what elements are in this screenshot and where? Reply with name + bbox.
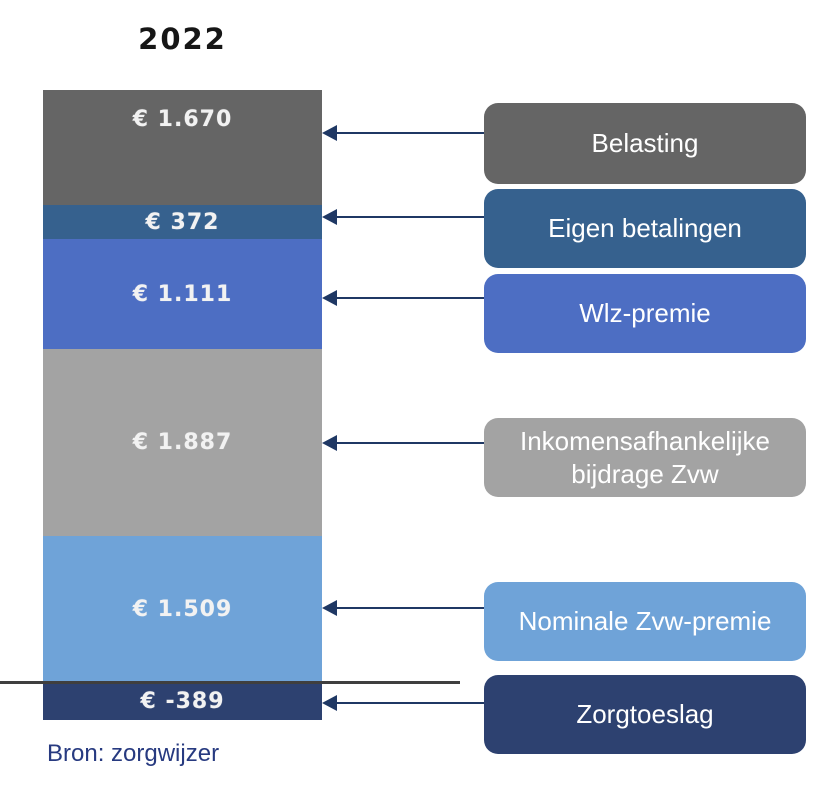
segment-value-label: € -389: [140, 689, 225, 714]
bar-segment-eigen-betalingen: € 372: [43, 205, 322, 239]
legend-box-belasting: Belasting: [484, 103, 806, 184]
connector-arrow-zorgtoeslag: [322, 695, 484, 711]
legend-label: Inkomensafhankelijke bijdrage Zvw: [519, 426, 771, 489]
zero-baseline: [0, 681, 460, 684]
arrowhead-left-icon: [322, 290, 337, 306]
connector-arrow-nominale-zvw-premie: [322, 600, 484, 616]
segment-value-label: € 1.887: [132, 430, 233, 455]
bar-segment-belasting: € 1.670: [43, 90, 322, 205]
segment-value-label: € 1.509: [132, 597, 233, 622]
connector-arrow-eigen-betalingen: [322, 209, 484, 225]
legend-box-nominale-zvw-premie: Nominale Zvw-premie: [484, 582, 806, 661]
segment-value-label: € 1.111: [132, 281, 233, 307]
chart-title: 2022: [138, 22, 227, 56]
legend-label: Zorgtoeslag: [576, 699, 714, 730]
legend-box-wlz-premie: Wlz-premie: [484, 274, 806, 353]
legend-label: Eigen betalingen: [548, 213, 742, 244]
arrowhead-left-icon: [322, 600, 337, 616]
segment-value-label: € 372: [145, 209, 220, 235]
arrow-shaft: [335, 216, 484, 218]
arrowhead-left-icon: [322, 125, 337, 141]
legend-box-inkomensafhankelijke-bijdrage: Inkomensafhankelijke bijdrage Zvw: [484, 418, 806, 497]
bar-segment-zorgtoeslag: € -389: [43, 683, 322, 720]
legend-label: Belasting: [591, 128, 699, 159]
arrowhead-left-icon: [322, 209, 337, 225]
legend-label: Nominale Zvw-premie: [518, 606, 772, 637]
bar-segment-nominale-zvw-premie: € 1.509: [43, 536, 322, 683]
arrow-shaft: [335, 132, 484, 134]
connector-arrow-inkomensafhankelijke-bijdrage: [322, 435, 484, 451]
legend-label: Wlz-premie: [579, 298, 711, 329]
bar-segment-inkomensafhankelijke-bijdrage: € 1.887: [43, 349, 322, 536]
source-caption: Bron: zorgwijzer: [47, 740, 220, 767]
legend-box-eigen-betalingen: Eigen betalingen: [484, 189, 806, 268]
legend-box-zorgtoeslag: Zorgtoeslag: [484, 675, 806, 754]
arrowhead-left-icon: [322, 695, 337, 711]
bar-segment-wlz-premie: € 1.111: [43, 239, 322, 349]
segment-value-label: € 1.670: [132, 107, 233, 132]
connector-arrow-belasting: [322, 125, 484, 141]
arrow-shaft: [335, 607, 484, 609]
arrow-shaft: [335, 297, 484, 299]
arrowhead-left-icon: [322, 435, 337, 451]
connector-arrow-wlz-premie: [322, 290, 484, 306]
stacked-bar: € 1.670 € 372 € 1.111 € 1.887 € 1.509 € …: [43, 90, 322, 720]
arrow-shaft: [335, 442, 484, 444]
arrow-shaft: [335, 702, 484, 704]
